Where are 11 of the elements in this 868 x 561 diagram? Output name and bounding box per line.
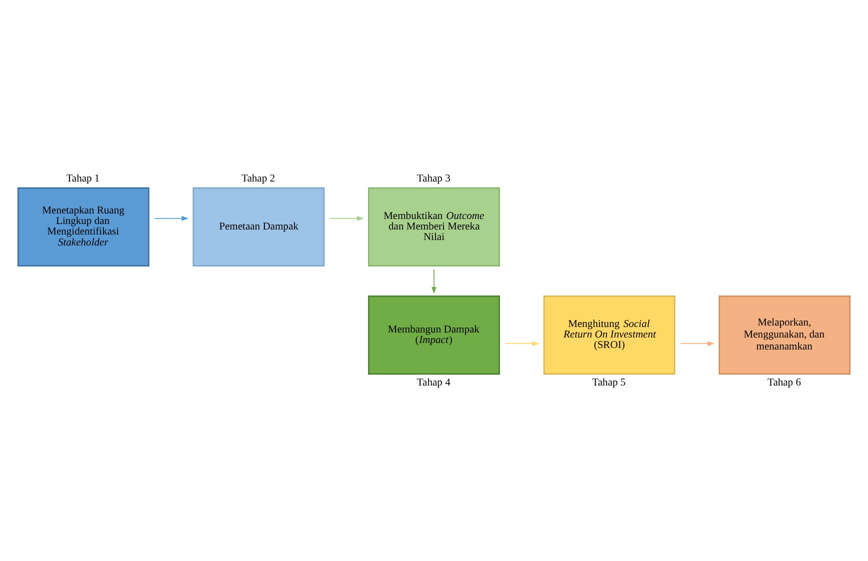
- node-label: Tahap 4: [416, 377, 450, 388]
- arrow: [680, 340, 715, 346]
- arrow: [504, 340, 540, 346]
- node-label: Tahap 1: [66, 172, 100, 184]
- node-label: Tahap 3: [416, 172, 450, 184]
- arrow: [154, 215, 189, 220]
- node-label: Tahap 5: [592, 377, 626, 388]
- node-label: Tahap 2: [242, 172, 276, 184]
- arrow: [329, 215, 364, 220]
- node-label: Tahap 6: [768, 377, 801, 388]
- arrow: [432, 268, 436, 294]
